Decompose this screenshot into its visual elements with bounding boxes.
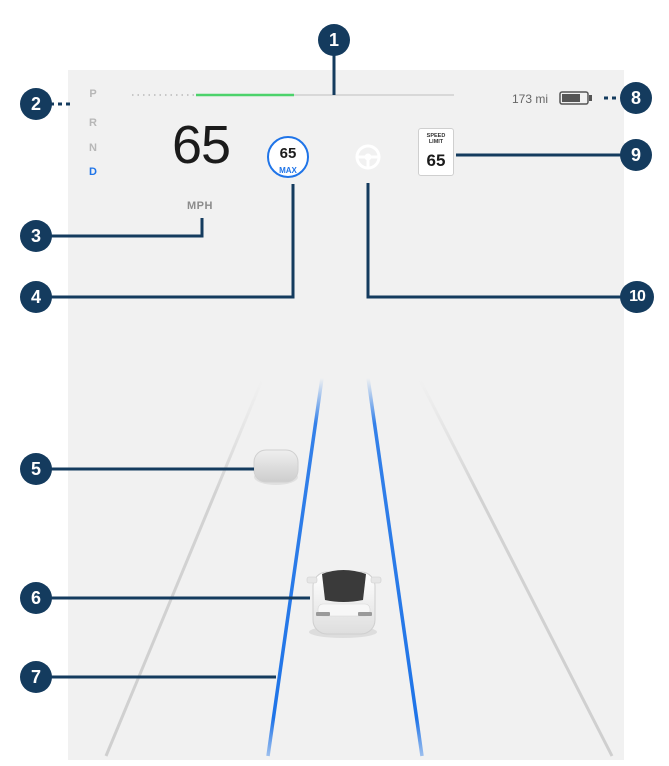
steering-wheel-icon: [355, 144, 381, 170]
callout-5: 5: [20, 453, 52, 485]
battery-icon: [559, 91, 592, 105]
callout-9: 9: [620, 139, 652, 171]
speed-limit-value: 65: [426, 151, 446, 170]
right-lane-line: [366, 377, 424, 757]
callout-10: 10: [620, 281, 654, 313]
car-icon: [306, 570, 382, 638]
speed-limit-label-line1: SPEED: [426, 133, 446, 139]
max-speed-indicator[interactable]: 65 MAX: [266, 135, 310, 179]
speed-limit-sign: SPEED LIMIT 65: [418, 128, 454, 176]
gear-park[interactable]: P: [89, 88, 97, 100]
autosteer-button[interactable]: [346, 135, 390, 179]
callout-6: 6: [20, 582, 52, 614]
range-readout: 173 mi: [511, 92, 548, 106]
right-road-edge: [418, 379, 614, 757]
left-road-edge: [104, 379, 264, 757]
callout-4: 4: [20, 281, 52, 313]
max-speed-ring: [267, 136, 309, 178]
callout-7: 7: [20, 661, 52, 693]
callout-leader-lines: [50, 55, 624, 679]
max-speed-label: MAX: [279, 166, 297, 175]
current-speed: 65: [171, 115, 231, 175]
nearby-vehicle-icon: [253, 449, 299, 485]
gear-reverse[interactable]: R: [89, 117, 97, 129]
callout-1: 1: [318, 24, 350, 56]
max-speed-value: 65: [279, 145, 297, 162]
gear-drive[interactable]: D: [89, 166, 97, 178]
gear-neutral[interactable]: N: [89, 142, 97, 154]
callout-3: 3: [20, 220, 52, 252]
callout-2: 2: [20, 88, 52, 120]
left-lane-line: [266, 377, 324, 757]
callout-8: 8: [620, 82, 652, 114]
touchscreen-panel: [68, 70, 624, 760]
speed-limit-label-line2: LIMIT: [428, 139, 444, 145]
speed-unit: MPH: [187, 200, 213, 212]
